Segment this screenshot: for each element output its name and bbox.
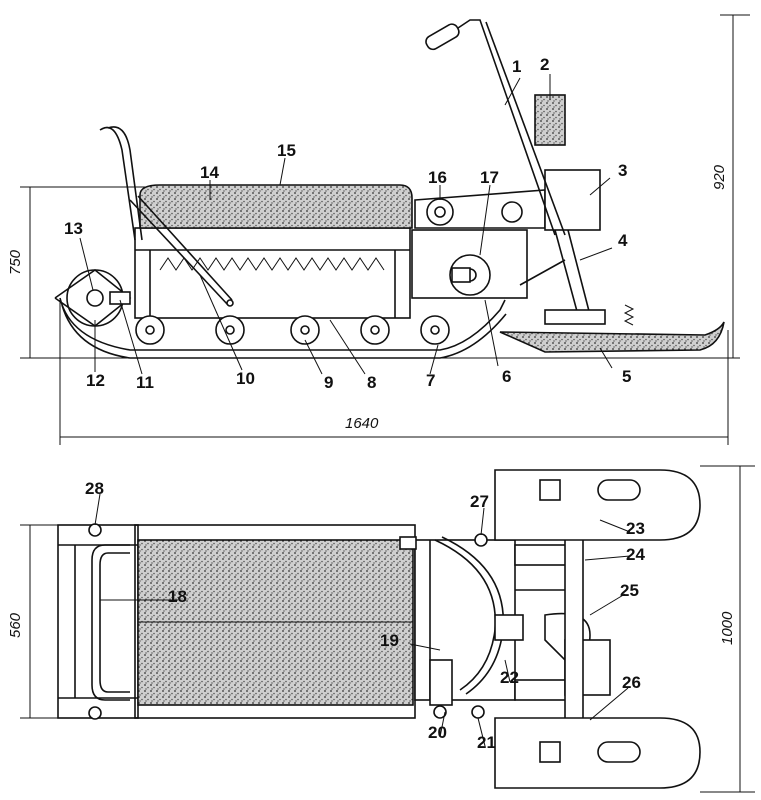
- frame-body: [134, 227, 411, 319]
- label-18: 18: [168, 587, 187, 606]
- label-14: 14: [200, 163, 219, 182]
- ski-right: [494, 469, 701, 541]
- road-wheels: [135, 315, 450, 345]
- dim-750: 750: [7, 249, 24, 275]
- label-12: 12: [86, 371, 105, 390]
- label-7: 7: [426, 371, 435, 390]
- dim-920: 920: [711, 164, 728, 190]
- track: [59, 297, 506, 351]
- label-3: 3: [618, 161, 627, 180]
- label-4: 4: [618, 231, 628, 250]
- leader-lines: [79, 74, 613, 375]
- label-11: 11: [136, 373, 154, 392]
- label-26: 26: [622, 673, 641, 692]
- dim-1000: 1000: [719, 611, 736, 645]
- label-16: 16: [428, 168, 447, 187]
- label-21: 21: [477, 733, 496, 752]
- label-15: 15: [277, 141, 296, 160]
- gear-housing: [429, 659, 453, 706]
- label-9: 9: [324, 373, 333, 392]
- label-1: 1: [512, 57, 521, 76]
- ski: [499, 321, 725, 353]
- dim-1640: 1640: [345, 415, 379, 432]
- label-19: 19: [380, 631, 399, 650]
- label-23: 23: [626, 519, 645, 538]
- steering-column: [554, 229, 579, 316]
- rear-frame: [57, 524, 139, 719]
- label-25: 25: [620, 581, 639, 600]
- seat-cushion: [139, 184, 413, 229]
- spring: [623, 304, 635, 326]
- label-24: 24: [626, 545, 645, 564]
- label-2: 2: [540, 55, 549, 74]
- dim-560: 560: [7, 612, 24, 638]
- backrest-bar: [99, 126, 136, 241]
- label-22: 22: [500, 668, 519, 687]
- label-5: 5: [622, 367, 631, 386]
- label-10: 10: [236, 369, 255, 388]
- label-8: 8: [367, 373, 376, 392]
- label-28: 28: [85, 479, 104, 498]
- leader-lines-top: [94, 493, 631, 747]
- side-view: 1 2 3 4 5 6 7 8 9 10 11 12 13 14 15 16 1…: [7, 14, 750, 445]
- label-27: 27: [470, 492, 489, 511]
- fuel-tank: [534, 94, 566, 146]
- top-view: 18 19 20 21 22 23 24 25 26 27 28 560 100…: [7, 465, 755, 793]
- steering-joint: [494, 614, 524, 641]
- label-17: 17: [480, 168, 499, 187]
- rear-handle: [91, 544, 130, 701]
- label-20: 20: [428, 723, 447, 742]
- support-strut: [129, 199, 229, 306]
- ski-bracket: [544, 309, 606, 325]
- engine: [544, 169, 601, 231]
- label-13: 13: [64, 219, 83, 238]
- label-6: 6: [502, 367, 511, 386]
- handle-grip: [425, 23, 460, 51]
